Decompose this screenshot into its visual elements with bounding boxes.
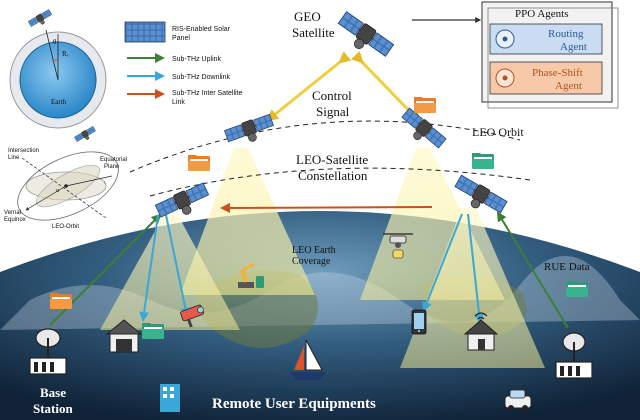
legend-ris-label-line1: RIS-Enabled Solar: [172, 26, 231, 33]
legend-ris-panel-swatch: [124, 21, 166, 43]
downlink-sat-to-camera: [165, 214, 191, 318]
folder-icon-sat-right: [472, 153, 494, 169]
drone-icon: [383, 233, 413, 259]
routing-agent-label-line1: Routing: [548, 28, 584, 40]
coverage-beam-4: [400, 208, 545, 368]
inset-theta-label: θ: [53, 38, 57, 46]
inset-orbit-satellite: [73, 125, 98, 146]
geo-satellite: [332, 10, 396, 65]
legend-uplink-label: Sub-THz Uplink: [172, 56, 222, 63]
downlink-sat-to-phone: [422, 213, 463, 312]
inset-vernal-line: [25, 185, 67, 211]
phase-shift-agent-icon-node: [502, 75, 508, 81]
base-station-label-line1: Base: [40, 385, 66, 400]
robot-arm-icon: [238, 262, 264, 288]
legend-downlink-label: Sub-THz Downlink: [172, 74, 230, 81]
uplink-ue-to-sat: [496, 211, 569, 329]
routing-agent-label-line2: Agent: [560, 41, 587, 53]
inset-radius-label: Rₑ: [62, 50, 69, 58]
rue-data-label: RUE Data: [544, 261, 590, 273]
leo-satellite-1: [223, 112, 277, 150]
leo-orbit-upper-arc: [129, 120, 521, 173]
inset-satellite: [27, 8, 55, 31]
vernal-label-line2: Equinox: [4, 217, 26, 223]
inter-satellite-link: [220, 202, 433, 213]
inset-plane-line: [65, 175, 113, 187]
routing-agent-icon-node: [502, 36, 508, 42]
folder-icon-rue: [566, 281, 588, 297]
downlink-sat-to-home: [467, 213, 485, 324]
leo-orbit-inset-label: LEO-Orbit: [52, 224, 79, 230]
phase-shift-agent-label-line2: Agent: [555, 80, 582, 92]
constellation-label-line1: LEO-Satellite: [296, 152, 368, 167]
leo-orbit-lower-arc: [149, 167, 531, 197]
leo-satellite-2: [396, 106, 448, 155]
control-signal-left: [266, 51, 352, 122]
car-icon: [504, 389, 532, 411]
folder-icon-house: [142, 323, 164, 339]
ppo-agents-title: PPO Agents: [515, 8, 569, 20]
folder-icon-base: [50, 293, 72, 309]
inset-alpha-label: α: [56, 188, 60, 194]
geo-label-line2: Satellite: [292, 25, 335, 40]
inset-earth-label: Earth: [51, 98, 67, 106]
legend-isl-label-line1: Sub-THz Inter Satellite: [172, 90, 243, 97]
inset-orbit-ellipse: [17, 151, 119, 221]
base-station-left: [29, 328, 67, 375]
control-signal-label-line1: Control: [312, 88, 352, 103]
intersection-label-line2: Line: [8, 155, 20, 161]
inset-center-dot: [64, 184, 68, 188]
phase-shift-agent-label-line1: Phase-Shift: [532, 67, 583, 79]
home-icon-right: [463, 319, 499, 351]
sailboat-icon: [290, 339, 326, 380]
equatorial-label-line2: Plane: [104, 164, 120, 170]
folder-icon-geo: [414, 97, 436, 113]
equatorial-label-line1: Equatorial: [100, 157, 127, 163]
coverage-beam-3: [100, 215, 240, 330]
control-signal-label-line2: Signal: [316, 104, 350, 119]
base-station-right: [555, 332, 593, 379]
remote-user-equipments-label: Remote User Equipments: [212, 396, 376, 412]
coverage-label-line1: LEO Earth: [292, 245, 336, 256]
inset-intersection-line: [21, 157, 107, 219]
folder-icon-sat-left: [188, 155, 210, 171]
base-station-label-line2: Station: [33, 401, 74, 416]
legend-ris-label-line2: Panel: [172, 35, 190, 42]
camera-icon: [180, 304, 204, 328]
leo-orbit-label: LEO Orbit: [472, 125, 524, 139]
intersection-label-line1: Intersection: [8, 148, 39, 154]
building-icon: [160, 384, 180, 412]
inset-leo-ellipse: [35, 164, 101, 208]
inset-iota-label: ι: [104, 180, 106, 186]
coverage-beam-1: [180, 148, 315, 295]
house-icon-left: [105, 319, 143, 353]
phone-icon: [411, 309, 427, 335]
wifi-icon: [474, 312, 488, 320]
constellation-label-line2: Constellation: [298, 168, 368, 183]
legend-isl-label-line2: Link: [172, 99, 185, 106]
downlink-sat-to-house: [139, 214, 159, 322]
coverage-label-line2: Coverage: [292, 256, 331, 267]
geo-label-line1: GEO: [294, 9, 321, 24]
vernal-label-line1: Vernal: [4, 210, 21, 216]
ppo-agents-panel-shadow: [487, 7, 619, 109]
inset-radius-line: [45, 29, 59, 81]
inset-theta-arc: [52, 59, 59, 63]
